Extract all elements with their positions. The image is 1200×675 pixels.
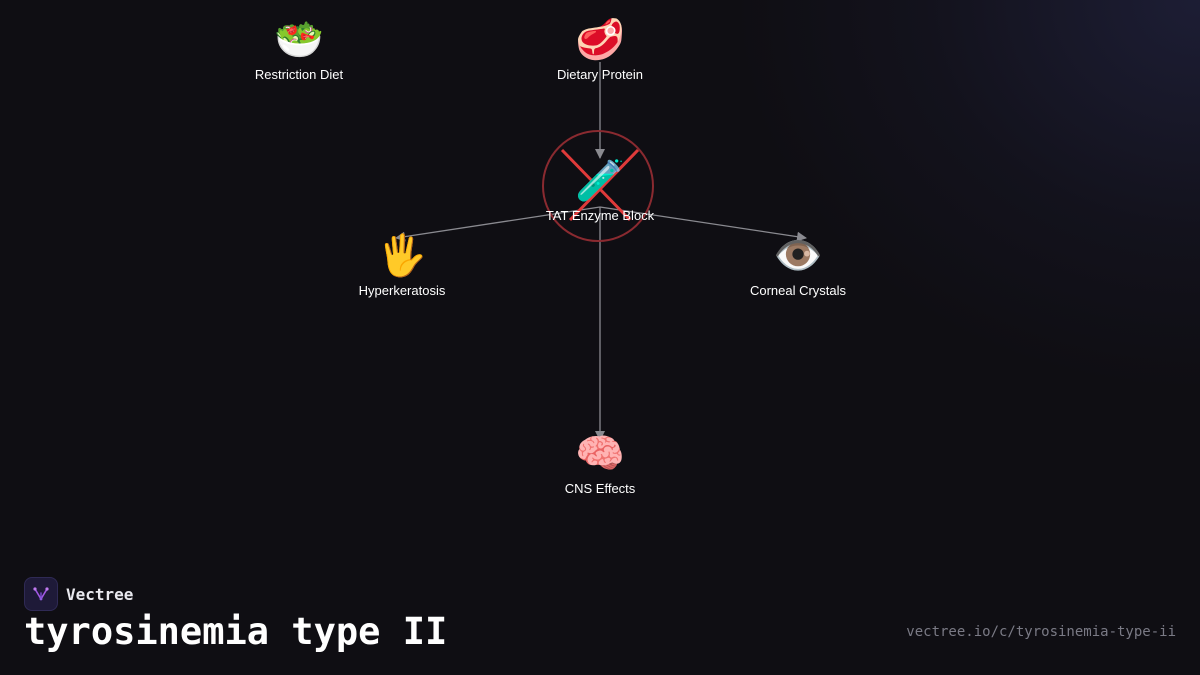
node-label: Dietary Protein [557, 67, 643, 82]
brain-icon: 🧠 [575, 431, 625, 477]
node-tat-enzyme-block[interactable]: 🧪 TAT Enzyme Block [520, 157, 680, 223]
node-label: CNS Effects [564, 481, 636, 496]
node-label: Restriction Diet [254, 67, 344, 82]
blocked-cross-icon [560, 148, 640, 222]
node-dietary-protein[interactable]: 🥩 Dietary Protein [520, 16, 680, 82]
node-label: TAT Enzyme Block [545, 208, 655, 223]
eye-icon: 👁️ [773, 233, 823, 279]
page-url[interactable]: vectree.io/c/tyrosinemia-type-ii [906, 624, 1176, 640]
blocked-ring [542, 130, 654, 242]
meat-icon: 🥩 [575, 17, 625, 63]
node-label: Hyperkeratosis [358, 283, 446, 298]
test-tube-icon: 🧪 [575, 158, 625, 204]
node-label: Corneal Crystals [749, 283, 847, 298]
brand-name: Vectree [66, 584, 134, 604]
page-title: tyrosinemia type II [24, 610, 448, 653]
hand-icon: 🖐️ [377, 233, 427, 279]
node-cns-effects[interactable]: 🧠 CNS Effects [520, 430, 680, 496]
node-corneal-crystals[interactable]: 👁️ Corneal Crystals [718, 232, 878, 298]
salad-icon: 🥗 [274, 17, 324, 63]
node-hyperkeratosis[interactable]: 🖐️ Hyperkeratosis [322, 232, 482, 298]
vectree-logo-icon [24, 577, 58, 611]
brand[interactable]: Vectree [24, 577, 133, 611]
node-restriction-diet[interactable]: 🥗 Restriction Diet [219, 16, 379, 82]
